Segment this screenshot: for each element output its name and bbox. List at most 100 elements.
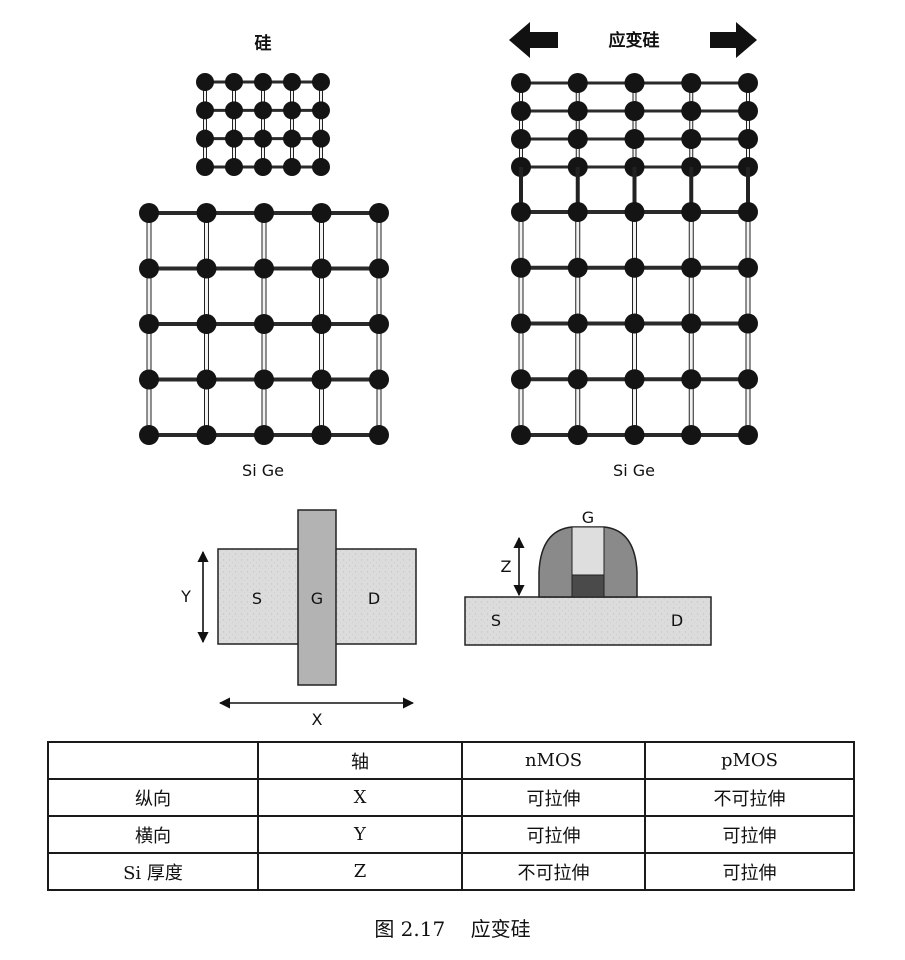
table-cell: 横向 (47, 815, 259, 854)
lattice-atom (254, 314, 274, 334)
lattice-atom (139, 425, 159, 445)
lattice-atom (681, 425, 702, 445)
lattice-atom (139, 258, 159, 279)
drain-label-side: D (671, 611, 683, 630)
lattice-atom (511, 73, 531, 93)
arrow-left-icon (509, 22, 558, 58)
lattice-atom (681, 202, 702, 222)
lattice-atom (254, 369, 274, 390)
lattice-atom (567, 313, 588, 334)
lattice-atom (567, 73, 588, 93)
lattice-atom (369, 425, 389, 445)
sige-label-right: Si Ge (613, 461, 655, 480)
table-row: 横向 Y 可拉伸 可拉伸 (47, 815, 855, 854)
lattice-atom (311, 314, 332, 334)
table-cell: 不可拉伸 (644, 778, 855, 817)
lattice-atom (196, 129, 214, 148)
lattice-atom (283, 129, 301, 148)
substrate (464, 596, 712, 646)
lattice-atom (511, 313, 531, 334)
drain-label-top: D (368, 589, 380, 608)
lattice-atom (196, 101, 214, 120)
gate-strip (297, 509, 337, 686)
table-cell: 不可拉伸 (461, 852, 646, 891)
arrow-right-icon (710, 22, 757, 58)
lattice-atom (567, 202, 588, 222)
figure-caption: 图 2.17 应变硅 (374, 917, 531, 941)
lattice-atom (196, 425, 217, 445)
lattice-atom (225, 129, 243, 148)
sige-lattice-left (139, 203, 389, 445)
lattice-atom (624, 73, 645, 93)
table-cell: 可拉伸 (644, 852, 855, 891)
lattice-atom (738, 313, 758, 334)
lattice-atom (369, 258, 389, 279)
lattice-atom (624, 202, 645, 222)
gate-poly (571, 526, 605, 576)
lattice-atom (311, 203, 332, 223)
lattice-atom (738, 257, 758, 278)
lattice-atom (254, 101, 272, 120)
table-row: Si 厚度 Z 不可拉伸 可拉伸 (47, 852, 855, 891)
lattice-atom (254, 73, 272, 91)
lattice-atom (283, 158, 301, 176)
lattice-atom (369, 314, 389, 334)
gate-oxide (571, 574, 605, 598)
table-cell: 可拉伸 (461, 778, 646, 817)
lattice-atom (567, 425, 588, 445)
lattice-atom (196, 258, 217, 279)
lattice-atom (511, 101, 531, 121)
lattice-atom (624, 369, 645, 390)
lattice-atom (283, 73, 301, 91)
lattice-atom (196, 73, 214, 91)
transistor-side-view: G Z S D (464, 508, 712, 646)
silicon-lattice (196, 73, 330, 176)
lattice-atom (254, 258, 274, 279)
lattice-atom (738, 425, 758, 445)
table-cell: X (257, 778, 463, 817)
lattice-atom (312, 129, 330, 148)
lattice-atom (369, 369, 389, 390)
lattice-atom (254, 203, 274, 223)
sige-lattice-right (511, 202, 758, 445)
lattice-atom (681, 73, 702, 93)
lattice-atom (681, 313, 702, 334)
lattice-atom (312, 158, 330, 176)
transistor-top-view: S G D Y X (180, 509, 417, 729)
lattice-atom (567, 101, 588, 121)
lattice-atom (511, 369, 531, 390)
lattice-atom (738, 129, 758, 149)
lattice-atom (196, 203, 217, 223)
lattice-atom (738, 369, 758, 390)
lattice-atom (624, 129, 645, 149)
lattice-atom (196, 314, 217, 334)
lattice-atom (624, 101, 645, 121)
lattice-atom (624, 257, 645, 278)
lattice-atom (225, 101, 243, 120)
table-cell: 可拉伸 (644, 815, 855, 854)
table-cell: 纵向 (47, 778, 259, 817)
table-header-row: 轴 nMOS pMOS (47, 741, 855, 780)
lattice-atom (225, 158, 243, 176)
z-axis-label: Z (501, 557, 512, 576)
lattice-atom (139, 369, 159, 390)
table-cell: Si 厚度 (47, 852, 259, 891)
lattice-atom (624, 313, 645, 334)
table-cell: Z (257, 852, 463, 891)
table-header-cell: 轴 (257, 741, 463, 780)
source-label-top: S (252, 589, 262, 608)
gate-label-top: G (311, 589, 323, 608)
y-axis-label: Y (180, 587, 191, 606)
lattice-atom (312, 73, 330, 91)
sige-label-left: Si Ge (242, 461, 284, 480)
lattice-atom (254, 425, 274, 445)
lattice-atom (567, 129, 588, 149)
lattice-atom (369, 203, 389, 223)
lattice-atom (567, 369, 588, 390)
lattice-atom (311, 258, 332, 279)
lattice-atom (738, 101, 758, 121)
silicon-label: 硅 (255, 33, 272, 54)
strained-silicon-label: 应变硅 (609, 30, 660, 51)
lattice-atom (311, 369, 332, 390)
